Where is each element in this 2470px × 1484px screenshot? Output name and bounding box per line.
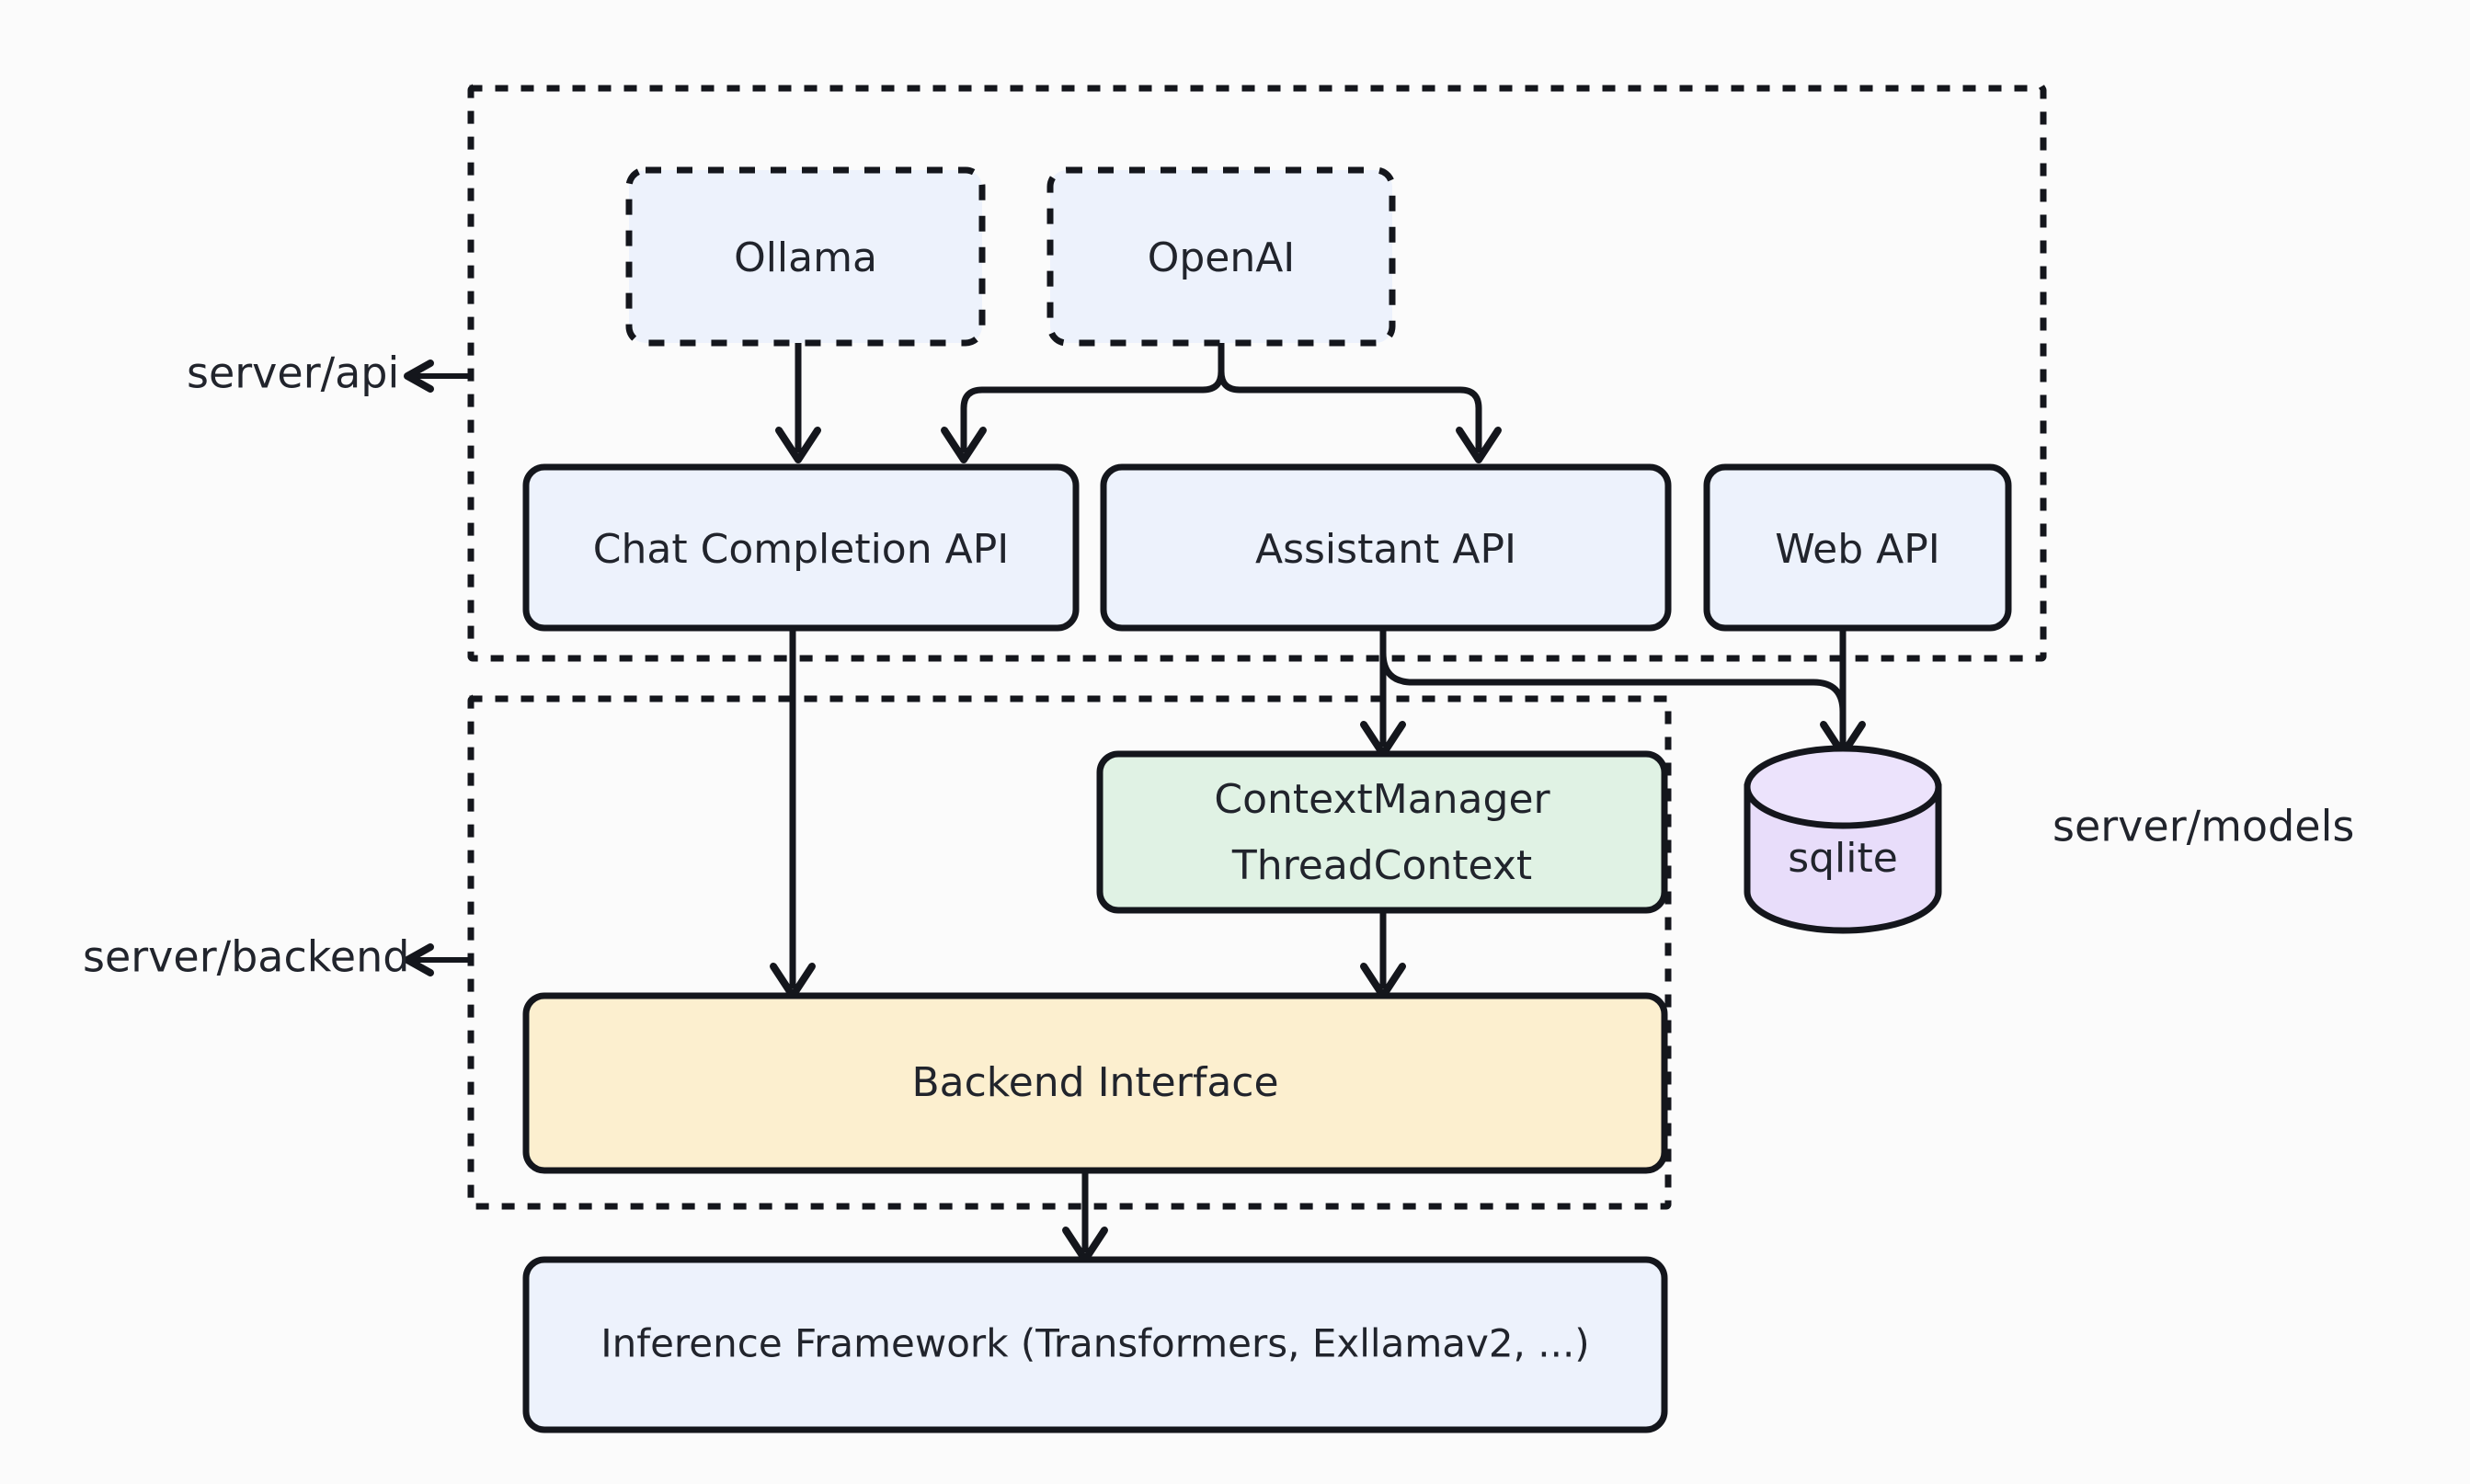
node-assistant-api[interactable]: Assistant API	[1100, 463, 1672, 632]
node-context-manager[interactable]: ContextManager ThreadContext	[1096, 750, 1668, 914]
node-backend-interface[interactable]: Backend Interface	[522, 992, 1668, 1174]
edge-context-manager-to-backend-interface	[1360, 910, 1406, 999]
group-label-server-api: server/api	[187, 348, 399, 398]
node-assistant-api-label: Assistant API	[1255, 526, 1516, 573]
node-inference-framework-label: Inference Framework (Transformers, Exlla…	[600, 1321, 1589, 1366]
node-web-api[interactable]: Web API	[1703, 463, 2012, 632]
node-backend-interface-label: Backend Interface	[911, 1059, 1278, 1106]
node-web-api-label: Web API	[1775, 526, 1940, 573]
group-label-server-backend: server/backend	[83, 932, 409, 982]
group-label-server-models: server/models	[2053, 802, 2354, 851]
group-label-pointer-api	[404, 360, 471, 393]
edge-assistant-api-to-sqlite	[1379, 652, 1866, 758]
node-chat-completion-api-label: Chat Completion API	[593, 526, 1009, 573]
node-openai[interactable]: OpenAI	[1046, 166, 1396, 347]
node-sqlite[interactable]: sqlite	[1744, 745, 1942, 934]
node-inference-framework[interactable]: Inference Framework (Transformers, Exlla…	[522, 1256, 1668, 1433]
edge-openai-fork	[941, 342, 1502, 463]
edge-chat-completion-api-to-backend-interface	[770, 627, 816, 999]
group-container-server-backend	[467, 695, 1672, 1210]
node-openai-label: OpenAI	[1148, 234, 1296, 281]
node-context-manager-label-line2: ThreadContext	[1231, 842, 1532, 889]
node-context-manager-label-line1: ContextManager	[1214, 776, 1550, 823]
group-label-pointer-backend	[404, 943, 471, 976]
edge-assistant-api-to-context-manager	[1360, 627, 1406, 758]
node-chat-completion-api[interactable]: Chat Completion API	[522, 463, 1080, 632]
edge-ollama-to-chat-completion-api	[775, 342, 821, 463]
node-ollama-label: Ollama	[734, 234, 877, 281]
node-sqlite-label: sqlite	[1788, 835, 1898, 882]
node-ollama[interactable]: Ollama	[625, 166, 986, 347]
edge-backend-interface-to-inference-framework	[1062, 1170, 1108, 1263]
